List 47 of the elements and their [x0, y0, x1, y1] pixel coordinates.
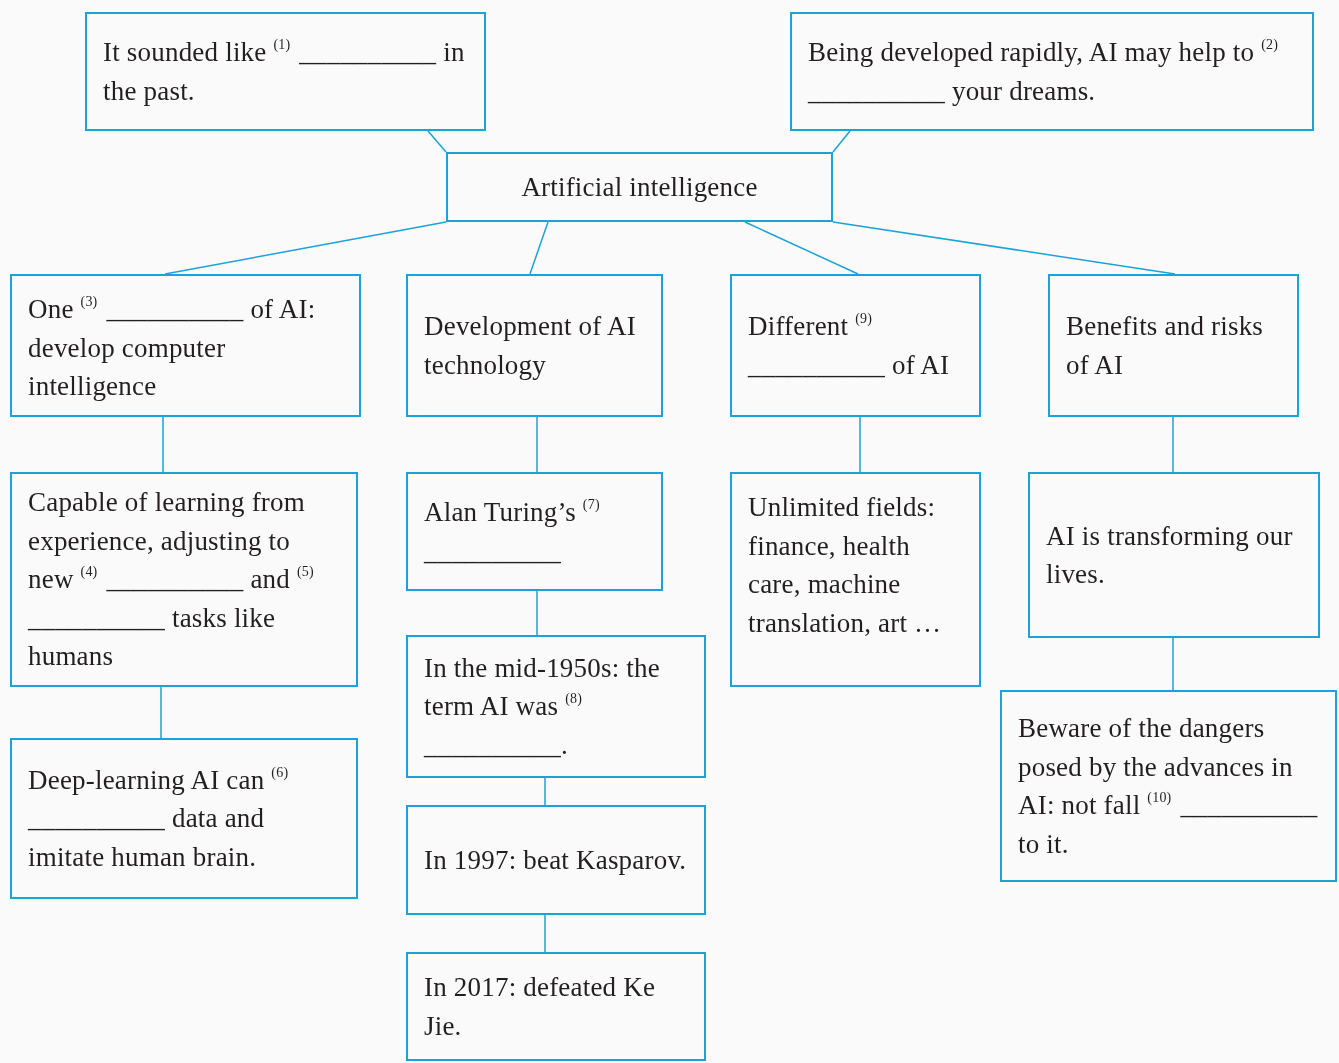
connector-line: [529, 221, 549, 275]
connector-line: [832, 221, 1176, 275]
topic-box: [446, 152, 833, 222]
box-text: In 2017: defeated Ke Jie.: [424, 971, 657, 1043]
box-text: AI is transforming our lives.: [1046, 519, 1294, 591]
concept-box: [406, 805, 706, 915]
box-text: In the mid-1950s: the term AI was $^{(8)}$ __________.: [424, 651, 661, 762]
concept-box: [10, 738, 358, 899]
concept-box: [730, 472, 981, 687]
connector-line: [859, 416, 861, 473]
connector-line: [162, 416, 164, 473]
concept-box: [406, 952, 706, 1061]
concept-box: [406, 472, 663, 591]
box-text: In 1997: beat Kasparov.: [424, 843, 688, 877]
box-text: Deep-learning AI can $^{(6)}$ __________ data and imitate human brain.: [28, 763, 290, 874]
concept-box: [10, 274, 361, 417]
concept-box: [1028, 472, 1320, 638]
concept-box: [406, 635, 706, 778]
concept-box: [1000, 690, 1337, 882]
box-text: Benefits and risks of AI: [1066, 310, 1265, 382]
box-text: Unlimited fields: finance, health care, machine translation, art …: [748, 491, 943, 640]
connector-line: [1172, 637, 1174, 691]
box-text: One $^{(3)}$ __________ of AI: develop computer intelligence: [28, 293, 317, 403]
box-text: Artificial intelligence: [520, 170, 759, 204]
connector-line: [164, 221, 447, 275]
connector-line: [744, 221, 859, 275]
box-text: Beware of the dangers posed by the advances in AI: not fall $^{(10)}$ __________ to it.: [1018, 712, 1319, 861]
concept-box: [790, 12, 1314, 131]
box-text: Development of AI technology: [424, 310, 637, 382]
connector-line: [160, 686, 162, 739]
connector-line: [427, 130, 447, 153]
concept-box: [730, 274, 981, 417]
connector-line: [544, 777, 546, 806]
box-text: Alan Turing’s $^{(7)}$ __________: [424, 496, 601, 568]
concept-box: [1048, 274, 1299, 417]
concept-box: [85, 12, 486, 131]
connector-line: [536, 590, 538, 636]
connector-line: [536, 416, 538, 473]
box-text: Different $^{(9)}$ __________ of AI: [748, 310, 951, 382]
box-text: Capable of learning from experience, adjusting to new $^{(4)}$ __________ and $^{(5)}$ __________ tasks like humans: [28, 486, 315, 674]
box-text: Being developed rapidly, AI may help to $^{(2)}$ __________ your dreams.: [808, 36, 1280, 108]
concept-box: [406, 274, 663, 417]
concept-box: [10, 472, 358, 687]
connector-line: [1172, 416, 1174, 473]
connector-line: [544, 914, 546, 953]
box-text: It sounded like $^{(1)}$ __________ in the past.: [103, 36, 466, 108]
connector-line: [832, 130, 851, 153]
